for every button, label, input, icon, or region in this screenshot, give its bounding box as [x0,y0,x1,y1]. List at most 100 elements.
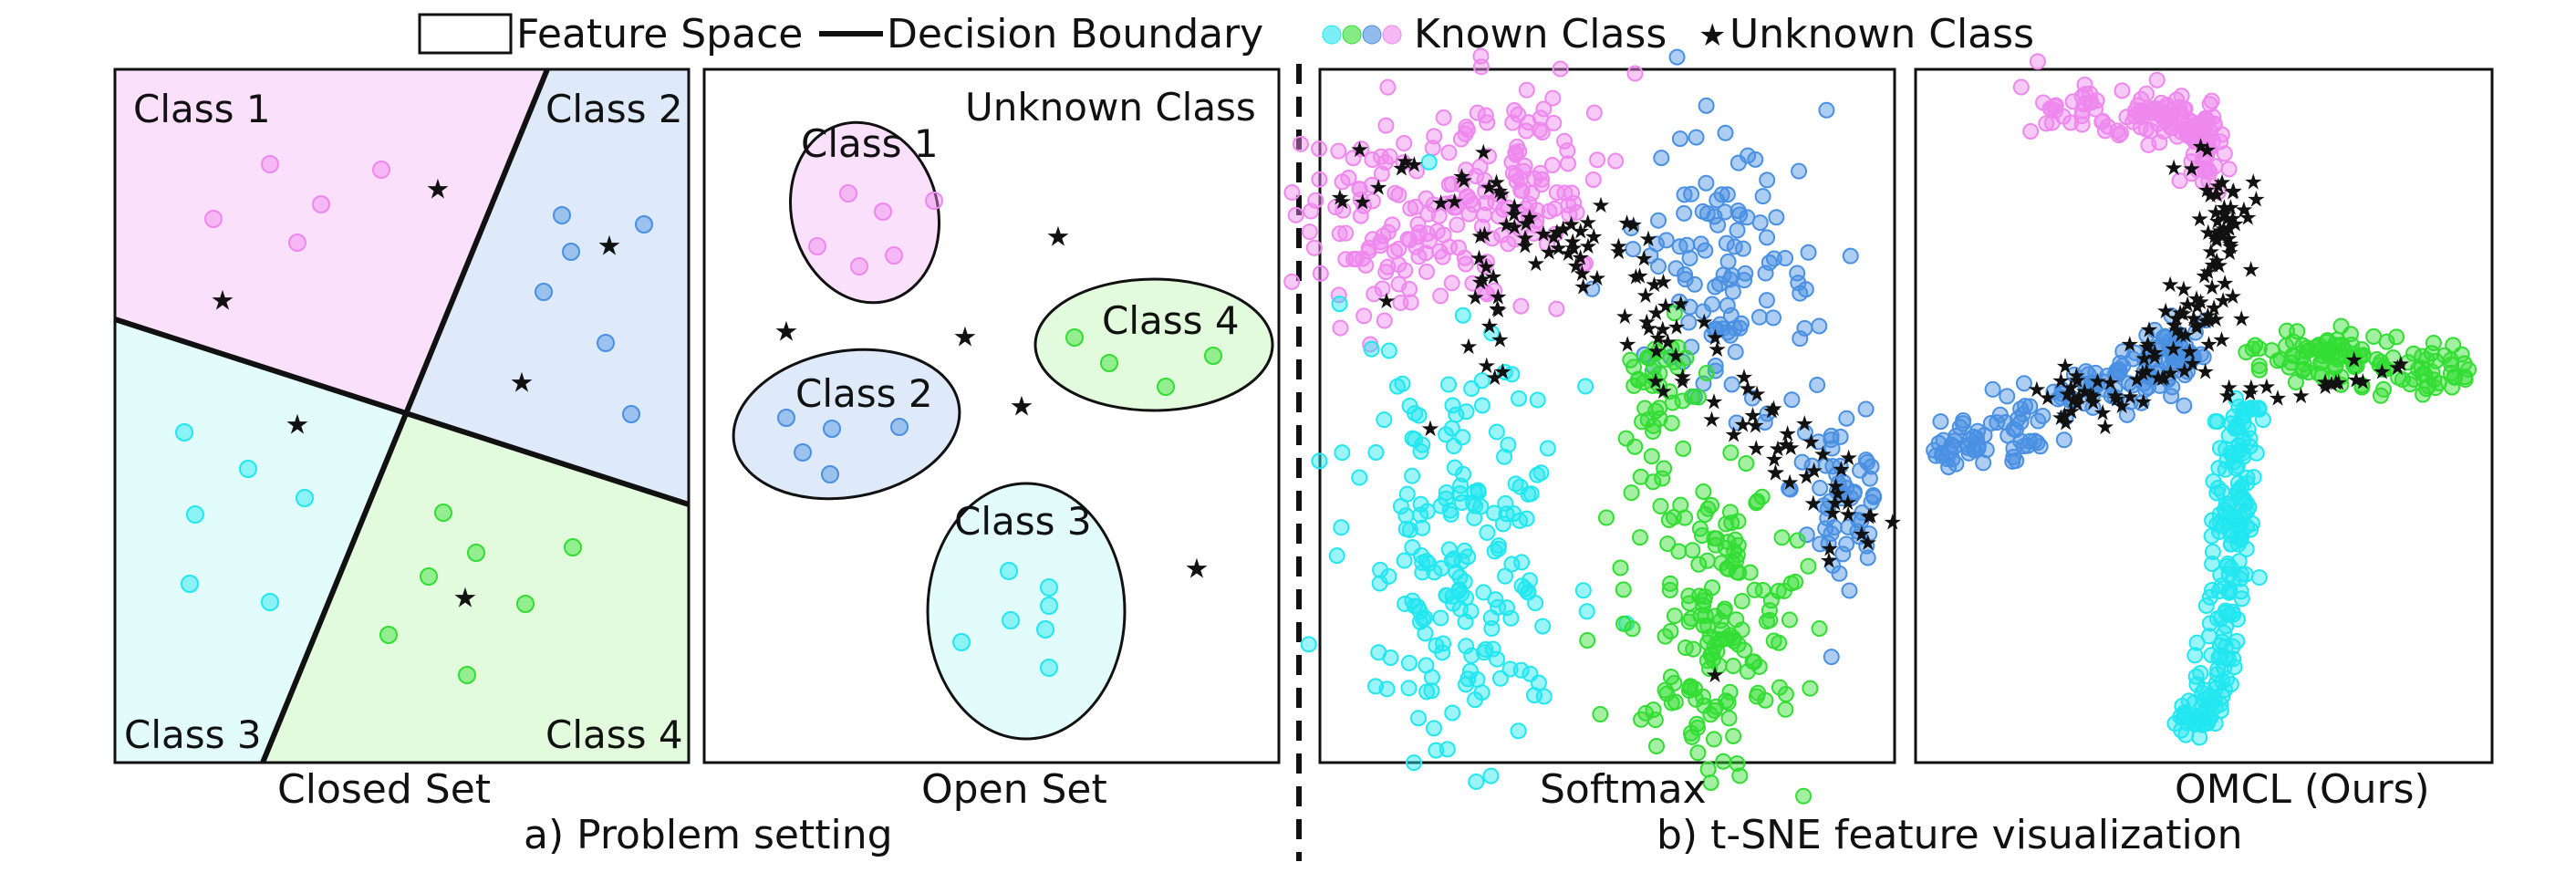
class2-point [562,243,580,261]
class2-point [2156,353,2174,370]
class1-point [2183,153,2200,171]
unknown-star-icon: ★ [2174,276,2194,302]
class2-point [1623,220,1640,237]
unknown-star-icon: ★ [1526,251,1546,276]
class1-point [1379,78,1397,96]
unknown-star-icon: ★ [1738,376,1758,401]
class1-point [1432,287,1449,305]
class2-point [1781,480,1798,497]
class2-point [1940,458,1958,475]
unknown-star-icon: ★ [2209,253,2229,278]
unknown-star-icon: ★ [1475,222,1495,247]
class1-point [1426,128,1443,145]
unknown-star-icon: ★ [2257,374,2277,400]
class1-point [1374,280,1391,297]
class3-point [1409,710,1427,727]
unknown-star-icon: ★ [1617,332,1637,358]
unknown-star-icon: ★ [1804,458,1824,483]
unknown-star-icon: ★ [1617,210,1637,235]
class4-point [1749,493,1766,510]
class3-point [1311,452,1328,470]
class3-point [1539,440,1556,457]
class1-point [1401,281,1418,298]
unknown-star-icon: ★ [1574,275,1594,300]
class1-point [1460,205,1478,223]
class4-point [1770,583,1787,600]
unknown-star-icon: ★ [2062,399,2082,424]
unknown-star-icon: ★ [1667,314,1687,339]
unknown-star-icon: ★ [1746,436,1766,462]
class3-point [1438,484,1455,502]
unknown-star-icon: ★ [1615,304,1636,329]
class3-point [1456,573,1473,590]
class1-point [312,195,330,213]
class2-point [1838,535,1855,553]
class1-point [1396,135,1413,152]
class2-point [1649,258,1667,275]
class1-point [2114,82,2131,99]
class1-point [1438,195,1455,213]
class4-point [2342,326,2359,343]
open-class4-label: Class 4 [1102,298,1240,343]
unknown-star-icon: ★ [1766,461,1786,486]
class4-point [1657,350,1674,368]
class1-point [2203,92,2220,109]
class3-point [1442,505,1459,523]
open-set-title: Open Set [921,766,1107,813]
class2-point [1944,451,1961,468]
unknown-star-icon: ★ [1747,381,1767,407]
class1-point [1584,171,1602,188]
class3-point [175,423,193,442]
unknown-star-icon: ★ [2183,350,2203,376]
class3-point [2254,411,2271,429]
class3-point [1511,390,1528,407]
class3-point [1577,378,1594,395]
class4-point [1695,617,1712,634]
class2-point [1718,234,1735,252]
class4-point [1741,564,1759,581]
closed-region-class3 [115,319,406,763]
unknown-star-icon: ★ [1813,442,1833,467]
class4-point [1678,349,1695,367]
caption-b: b) t-SNE feature visualization [1657,812,2243,858]
class1-point [1477,182,1494,200]
unknown-star-icon: ★ [1820,535,1840,561]
class4-point [1736,641,1753,659]
class2-point [1843,490,1860,507]
class1-point [1352,207,1369,224]
unknown-star-icon: ★ [2218,215,2238,241]
class2-point [1737,265,1754,282]
unknown-star-icon: ★ [2212,327,2232,352]
class3-point [2238,474,2256,492]
unknown-star-icon: ★ [1746,412,1766,438]
class1-point [1531,121,1548,139]
class1-point [2124,113,2142,130]
class4-point [434,504,452,522]
class1-point [288,234,306,252]
class1-point [2171,172,2188,190]
class2-point [1677,266,1694,284]
unknown-star-icon: ★ [2081,382,2101,408]
class3-point [1497,494,1514,512]
class1-point [1574,255,1592,273]
class3-point [2211,505,2228,523]
class1-point [1292,135,1309,152]
class3-point [2204,556,2221,573]
class1-point [1548,184,1565,202]
class4-point [1722,444,1740,462]
unknown-star-icon: ★ [2353,369,2373,395]
class4-point [1657,628,1674,645]
class3-point [1456,542,1473,559]
class1-point [874,203,892,221]
unknown-star-icon: ★ [2199,307,2219,333]
class4-point [2289,323,2306,340]
class2-point [2174,348,2191,365]
unknown-star-icon: ★ [426,174,451,206]
class2-point [1721,327,1739,344]
class3-point [1438,587,1455,604]
class3-point [2186,647,2204,664]
unknown-star-icon: ★ [2223,284,2243,309]
class1-point [1532,176,1550,193]
unknown-star-icon: ★ [1634,246,1654,272]
unknown-star-icon: ★ [1515,233,1535,258]
